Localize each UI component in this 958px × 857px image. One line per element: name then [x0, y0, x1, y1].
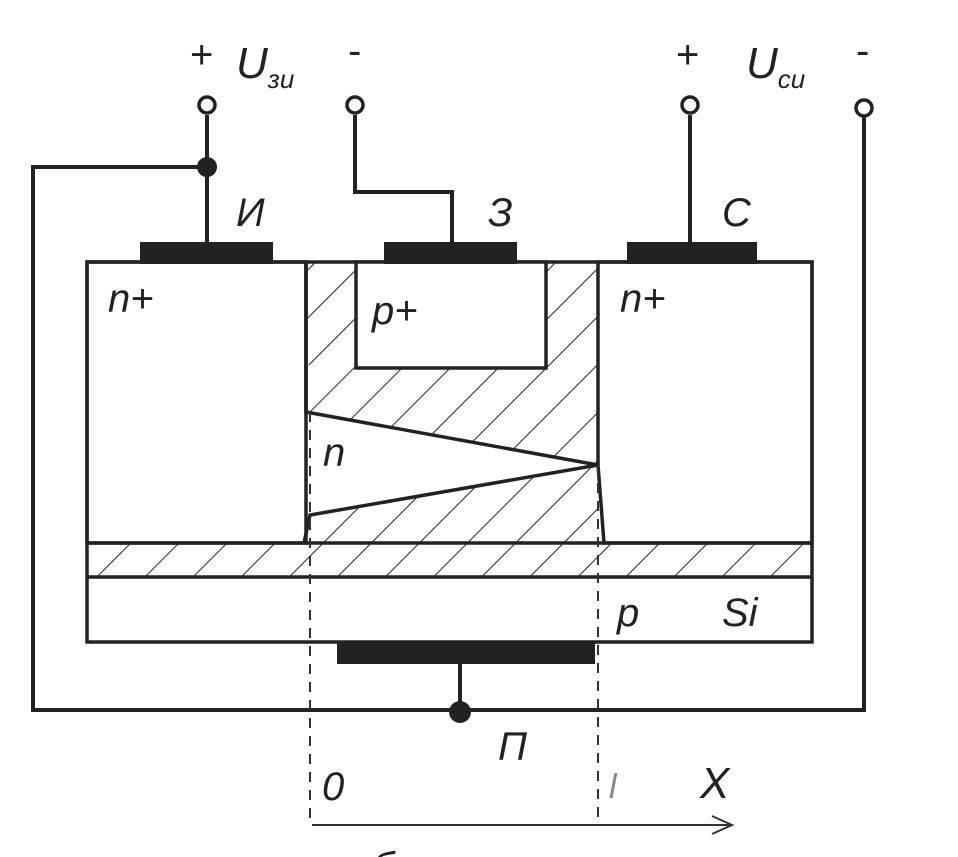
- ds-minus-terminal: [854, 98, 874, 118]
- axis-x-label: X: [699, 759, 731, 808]
- ds-plus-label: +: [676, 33, 699, 77]
- channel-lower-edge: [302, 463, 599, 544]
- depletion-region: [87, 262, 812, 577]
- ds-voltage-label: Uси: [746, 39, 805, 94]
- channel-label: n: [323, 431, 345, 475]
- gate-electrode: [384, 242, 517, 264]
- ds-plus-terminal: [680, 95, 700, 115]
- gate-region-label: p+: [371, 289, 418, 333]
- source-label: И: [236, 191, 265, 235]
- axis-origin-label: 0: [322, 765, 344, 809]
- source-region-fill: [89, 264, 304, 541]
- drain-label: С: [722, 191, 752, 235]
- figure-caption: б: [372, 845, 396, 857]
- substrate-node-dot: [449, 701, 471, 723]
- ds-minus-label: -: [856, 29, 869, 73]
- substrate-electrode: [337, 642, 595, 664]
- source-region-label: n+: [108, 277, 154, 321]
- gs-minus-terminal: [345, 95, 365, 115]
- x-axis-arrow: [711, 815, 735, 835]
- wiring: [31, 115, 866, 712]
- drain-electrode: [627, 242, 757, 264]
- axis-end-label: l: [609, 768, 618, 806]
- substrate-type-label: p: [616, 591, 639, 635]
- gs-plus-terminal: [197, 95, 217, 115]
- gs-plus-label: +: [190, 33, 213, 77]
- drain-region-label: n+: [620, 277, 666, 321]
- gate-label: З: [488, 191, 513, 235]
- gs-minus-label: -: [348, 29, 361, 73]
- substrate-label: П: [498, 725, 528, 769]
- source-node-dot: [197, 157, 217, 177]
- gs-voltage-label: Uзи: [236, 39, 294, 94]
- substrate-material-label: Si: [722, 591, 759, 635]
- source-electrode: [140, 242, 273, 264]
